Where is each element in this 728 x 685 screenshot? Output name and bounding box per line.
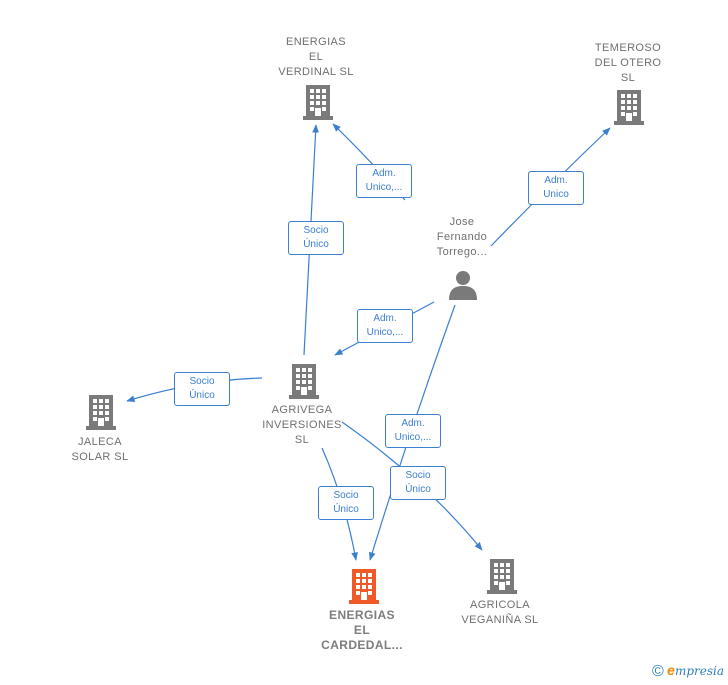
node-label-jose[interactable]: Jose Fernando Torrego... — [436, 216, 488, 258]
edge-label-agrivega-to-cardedal[interactable]: Socio Único — [318, 486, 374, 520]
edge-label-agrivega-to-veganina[interactable]: Socio Único — [390, 466, 446, 500]
agrivega-building-icon[interactable] — [289, 364, 319, 399]
copyright-icon: © — [652, 663, 664, 680]
edge-label-jose-to-temeroso[interactable]: Adm. Unico — [528, 171, 584, 205]
jaleca-building-icon[interactable] — [86, 395, 116, 430]
node-label-cardedal[interactable]: ENERGIAS EL CARDEDAL... — [321, 608, 403, 652]
node-label-agrivega[interactable]: AGRIVEGA INVERSIONES SL — [262, 404, 342, 446]
edge-label-agrivega-to-jaleca[interactable]: Socio Único — [174, 372, 230, 406]
node-label-temeroso[interactable]: TEMEROSO DEL OTERO SL — [594, 42, 662, 84]
empresia-brand[interactable]: © empresia — [652, 662, 724, 681]
brand-name: mpresia — [674, 664, 724, 679]
edge-label-jose-to-cardedal[interactable]: Adm. Unico,... — [385, 414, 441, 448]
jose-person-icon[interactable] — [449, 271, 477, 300]
veganina-building-icon[interactable] — [487, 559, 517, 594]
node-label-jaleca[interactable]: JALECA SOLAR SL — [71, 436, 129, 463]
verdinal-building-icon[interactable] — [303, 85, 333, 120]
edge-label-jose-to-verdinal[interactable]: Adm. Unico,... — [356, 164, 412, 198]
node-label-verdinal[interactable]: ENERGIAS EL VERDINAL SL — [278, 36, 354, 78]
edge-label-agrivega-to-verdinal[interactable]: Socio Único — [288, 221, 344, 255]
cardedal-building-icon[interactable] — [349, 569, 379, 604]
edge-label-jose-to-agrivega[interactable]: Adm. Unico,... — [357, 309, 413, 343]
temeroso-building-icon[interactable] — [614, 90, 644, 125]
node-label-veganina[interactable]: AGRICOLA VEGANIÑA SL — [461, 599, 539, 626]
brand-initial: e — [667, 662, 675, 679]
